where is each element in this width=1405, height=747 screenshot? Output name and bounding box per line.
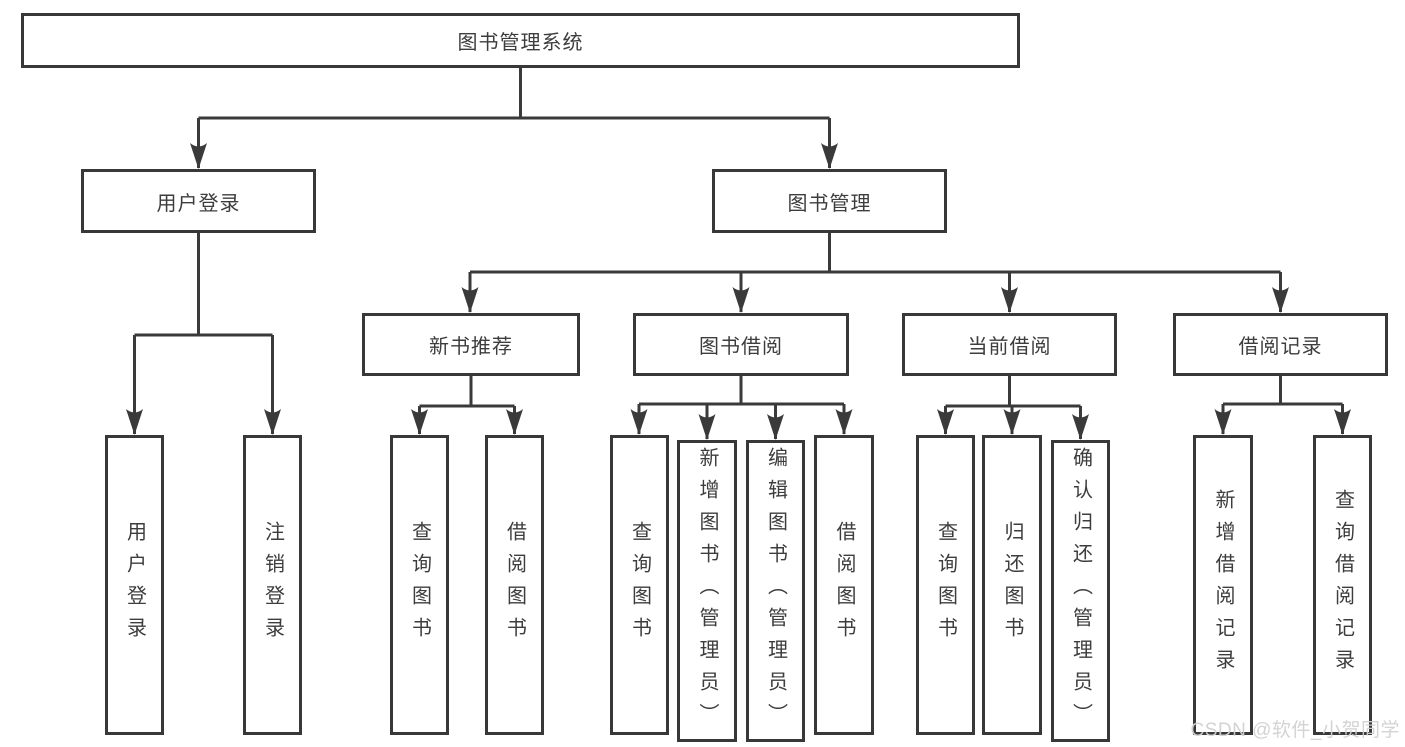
leaf-user-login: 用户登录 (105, 435, 164, 735)
leaf-query-books-recommend: 查询图书 (390, 435, 449, 735)
leaf-confirm-return-admin: 确认归还（管理员） (1051, 440, 1110, 742)
leaf-add-books-admin: 新增图书（管理员） (677, 440, 737, 742)
node-new-book-recommendation: 新书推荐 (362, 313, 580, 376)
node-current-borrowing: 当前借阅 (902, 313, 1117, 376)
node-book-management: 图书管理 (712, 169, 947, 233)
node-user-login: 用户登录 (81, 169, 316, 233)
leaf-query-books-borrowing: 查询图书 (610, 435, 669, 735)
leaf-query-borrow-record: 查询借阅记录 (1313, 435, 1372, 735)
leaf-query-books-current: 查询图书 (916, 435, 975, 735)
node-library-system: 图书管理系统 (21, 13, 1020, 68)
csdn-watermark: CSDN @软件_小贺同学 (1190, 720, 1400, 741)
leaf-edit-books-admin: 编辑图书（管理员） (746, 440, 805, 742)
leaf-borrow-books-borrowing: 借阅图书 (814, 435, 874, 735)
node-borrowing-records: 借阅记录 (1173, 313, 1388, 376)
leaf-return-books: 归还图书 (982, 435, 1042, 735)
node-book-borrowing: 图书借阅 (633, 313, 849, 376)
leaf-borrow-books-recommend: 借阅图书 (485, 435, 544, 735)
leaf-logout: 注销登录 (243, 435, 302, 735)
leaf-add-borrow-record: 新增借阅记录 (1193, 435, 1253, 735)
